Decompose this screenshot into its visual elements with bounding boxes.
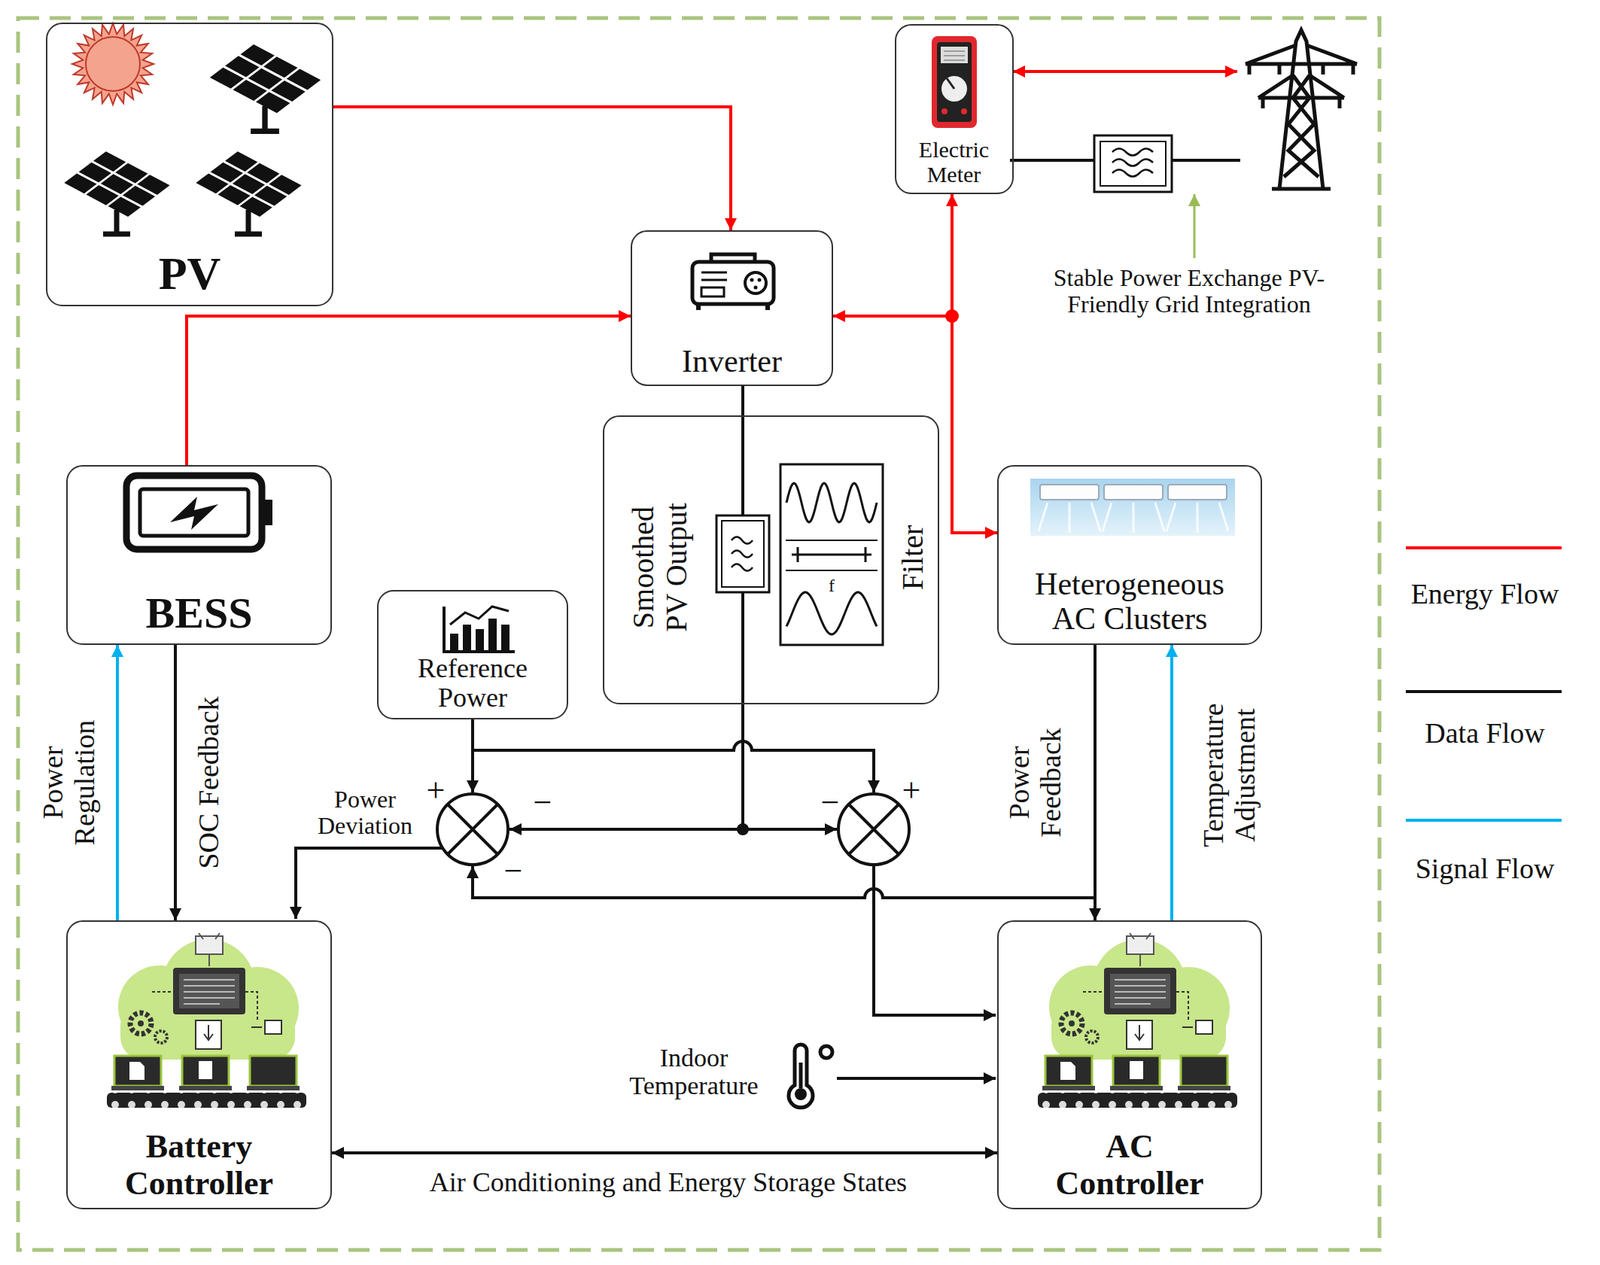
annotation: Stable Power Exchange PV-Friendly Grid I… [1023,264,1355,318]
sign: + [420,772,451,810]
edge-label: Temperature Adjustment [1198,688,1262,862]
edge-label: Power Feedback [1003,718,1068,847]
connector [186,316,631,466]
node-label: BESS [146,589,253,638]
signal-label: Power Deviation [308,786,422,840]
node-label: Electric Meter [905,136,1004,187]
legend-label: Data Flow [1424,717,1545,750]
pv-box: PV [45,22,334,307]
bess-box: BESS [66,465,332,645]
edge-label: Air Conditioning and Energy Storage Stat… [340,1168,996,1199]
connector [331,1151,998,1155]
sign: + [896,772,927,810]
filter-box: Smoothed PV Output Filter [602,415,940,705]
meter-box: Electric Meter [894,24,1014,195]
ac-cluster-box: Heterogeneous AC Clusters [997,465,1263,645]
connector [952,194,998,533]
reference-box: Reference Power [377,590,569,720]
axis-label: f [820,575,843,596]
legend-label: Signal Flow [1415,853,1555,886]
node-label: Inverter [681,343,782,379]
controller-box: AC Controller [997,920,1263,1210]
sign: − [498,853,529,890]
sign: − [527,784,558,822]
node-label: Heterogeneous AC Clusters [1016,566,1243,636]
connector [833,194,953,317]
connector [1170,644,1174,921]
node-label: Smoothed PV Output [626,492,694,643]
connector [115,644,119,921]
input-label: Indoor Temperature [618,1043,770,1101]
legend-label: Energy Flow [1411,578,1560,611]
node-label: Reference Power [397,653,548,714]
connector [1093,644,1097,921]
edge-label: SOC Feedback [193,669,226,896]
sign: − [815,784,846,822]
node-label: Battery Controller [94,1128,305,1202]
node-label: AC Controller [1039,1128,1220,1202]
connector [741,386,745,416]
edge-label: Power Regulation [37,711,101,855]
controller-box: Battery Controller [66,920,332,1210]
inverter-box: Inverter [630,230,834,387]
connector [173,644,177,921]
node-label: PV [158,247,222,299]
node-label: Filter [896,482,930,633]
connector [333,106,731,231]
